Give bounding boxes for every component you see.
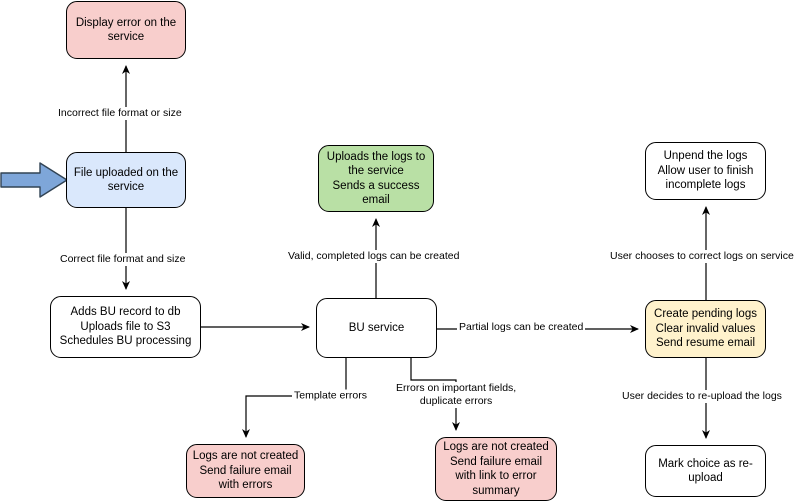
node-display-error[interactable]: Display error on the service: [66, 1, 186, 59]
node-bu-service[interactable]: BU service: [316, 298, 437, 358]
node-file-uploaded[interactable]: File uploaded on the service: [66, 152, 186, 208]
edge-label-correct-format: Correct file format and size: [58, 253, 188, 266]
node-unpend-logs[interactable]: Unpend the logs Allow user to finish inc…: [645, 142, 766, 200]
node-logs-not-created-link[interactable]: Logs are not created Send failure email …: [435, 437, 557, 501]
node-uploads-logs-success[interactable]: Uploads the logs to the service Sends a …: [318, 145, 434, 212]
edge-label-partial-logs: Partial logs can be created: [457, 321, 586, 334]
edge-label-user-corrects: User chooses to correct logs on service: [608, 250, 796, 263]
node-mark-choice-reupload[interactable]: Mark choice as re- upload: [645, 445, 766, 497]
edge-label-incorrect-format: Incorrect file format or size: [56, 107, 184, 120]
edge-label-user-reupload: User decides to re-upload the logs: [620, 390, 784, 403]
node-create-pending-logs[interactable]: Create pending logs Clear invalid values…: [645, 300, 766, 358]
edge-label-valid-logs: Valid, completed logs can be created: [286, 250, 462, 263]
node-logs-not-created-errors[interactable]: Logs are not created Send failure email …: [186, 444, 305, 498]
edge-label-errors-important: Errors on important fields, duplicate er…: [394, 382, 519, 408]
edge-label-template-errors: Template errors: [292, 389, 369, 403]
node-adds-bu-record[interactable]: Adds BU record to db Uploads file to S3 …: [50, 296, 201, 358]
entry-arrow-icon: [0, 162, 68, 198]
